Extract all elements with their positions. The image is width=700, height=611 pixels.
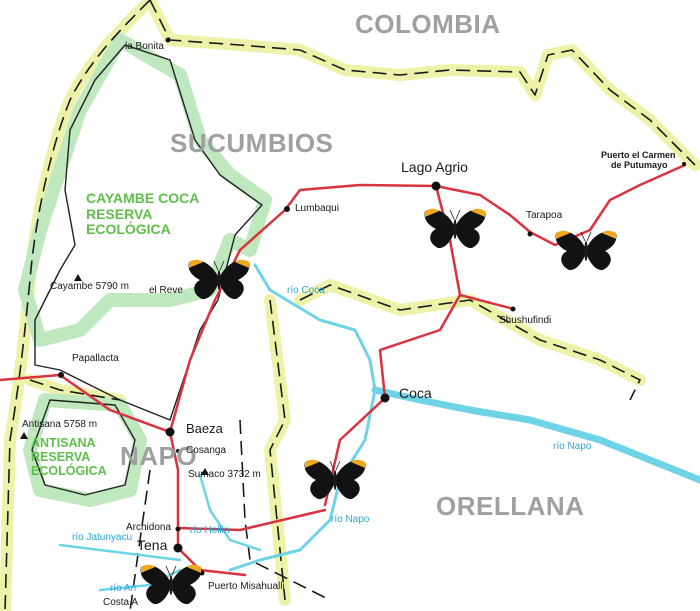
place-papallacta: Papallacta: [72, 353, 119, 364]
place-antisana: Antisana 5758 m: [22, 419, 98, 430]
reserve-antisana-line-3: ECOLÓGICA: [31, 464, 107, 478]
place-costa: Costa A: [103, 597, 139, 608]
place-shushufindi: Shushufindi: [499, 315, 552, 326]
rivers: [58, 263, 700, 592]
region-orellana: ORELLANA: [436, 491, 585, 521]
place-cosanga: Cosanga: [186, 445, 227, 456]
butterfly-icon: [188, 259, 250, 300]
place-cayambe: Cayambe 5790 m: [50, 281, 129, 292]
place-el-reventador: el Reve: [149, 285, 183, 296]
region-colombia: COLOMBIA: [355, 9, 501, 39]
butterfly-el-reventador: [186, 256, 252, 302]
reserve-cayambe-line-2: RESERVA: [86, 205, 153, 222]
river-coca-label: río Coca: [287, 285, 325, 296]
place-sumaco: Sumaco 3732 m: [188, 469, 261, 480]
mountain-markers: [20, 274, 209, 475]
region-sucumbios: SUCUMBIOS: [170, 128, 334, 158]
butterfly-puerto-misahualli: [138, 561, 204, 607]
place-coca: Coca: [399, 385, 432, 401]
river-hollin-label: río Hollin: [190, 525, 230, 536]
river-an-label: río An: [110, 583, 137, 594]
butterfly-lago-agrio: [422, 205, 488, 251]
butterfly-tarapoa: [553, 227, 619, 273]
place-puerto-el-carmen: Puerto el Carmen de Putumayo: [601, 150, 676, 171]
reserve-antisana-line-1: ANTISANA: [31, 436, 96, 450]
region-napo: NAPO: [120, 441, 198, 471]
river-jatunyacu-label: río Jatunyacu: [72, 532, 133, 543]
reserve-antisana: ANTISANA RESERVA ECOLÓGICA: [31, 436, 107, 478]
butterfly-rio-napo: [302, 456, 368, 502]
place-la-bonita: la Bonita: [125, 41, 164, 52]
reserve-antisana-line-2: RESERVA: [31, 450, 91, 464]
place-puerto-misahualli: Puerto Misahualli: [208, 581, 285, 592]
reserve-cayambe-coca: CAYAMBE COCA RESERVA ECOLÓGICA: [86, 190, 200, 238]
butterfly-icon: [555, 230, 617, 271]
butterfly-icon: [140, 564, 202, 605]
place-archidona: Archidona: [126, 522, 172, 533]
place-puerto-el-carmen-line-1: Puerto el Carmen: [601, 150, 676, 160]
place-baeza: Baeza: [186, 421, 223, 436]
town-markers: [58, 37, 686, 576]
butterfly-icon: [424, 208, 486, 249]
place-puerto-el-carmen-line-2: de Putumayo: [611, 160, 668, 171]
reserve-cayambe-line-3: ECOLÓGICA: [86, 221, 171, 238]
place-tarapoa: Tarapoa: [526, 210, 563, 221]
river-napo-east-label: río Napo: [553, 441, 592, 452]
place-lago-agrio: Lago Agrio: [401, 159, 468, 175]
reserve-shading: [18, 33, 272, 507]
butterfly-icon: [304, 459, 366, 500]
river-napo-south-label: río Napo: [331, 514, 370, 525]
place-lumbaqui: Lumbaqui: [295, 203, 339, 214]
reserve-cayambe-line-1: CAYAMBE COCA: [86, 190, 200, 206]
place-tena: Tena: [137, 537, 168, 553]
